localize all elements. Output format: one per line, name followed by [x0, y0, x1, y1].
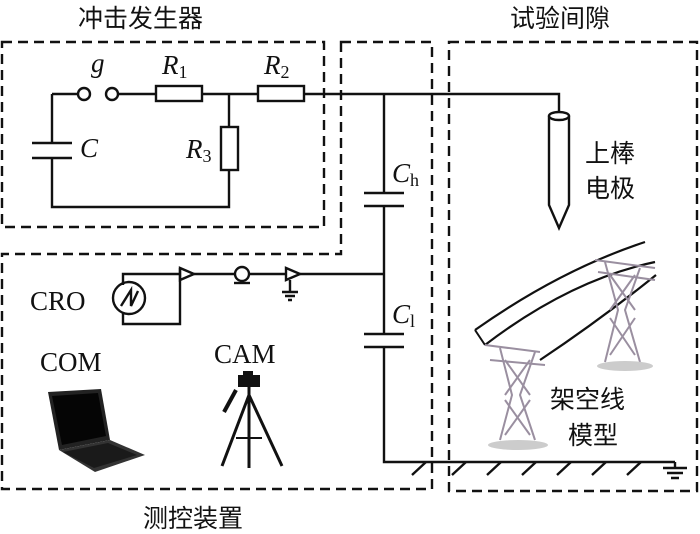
capacitor-c [32, 141, 72, 160]
resistor-r3 [219, 125, 240, 172]
label-com: COM [40, 347, 102, 377]
label-g: g [91, 48, 105, 78]
label-overhead-line-2: 模型 [568, 421, 618, 450]
label-rod-electrode-2: 电极 [585, 174, 635, 203]
rod-electrode [547, 110, 571, 232]
label-ch: Ch [392, 158, 419, 190]
oscilloscope-icon [111, 280, 147, 316]
title-measurement-control: 测控装置 [143, 504, 243, 533]
tower-left [484, 344, 548, 450]
resistor-r2 [256, 84, 306, 103]
spark-gap-right [104, 86, 120, 102]
label-c: C [80, 133, 99, 163]
resistor-r1 [154, 84, 204, 103]
spark-gap-left [76, 86, 92, 102]
title-impulse-generator: 冲击发生器 [78, 4, 203, 33]
box-measurement-control [0, 40, 434, 491]
impulse-generator-circuit [32, 84, 384, 209]
cable-connector-left [178, 266, 198, 282]
label-cl: Cl [392, 299, 415, 331]
label-r2: R2 [263, 50, 290, 82]
laptop-icon [48, 389, 145, 472]
box-impulse-generator [0, 40, 326, 229]
label-overhead-line-1: 架空线 [550, 385, 625, 414]
capacitor-cl [364, 332, 404, 349]
ground-symbol [663, 462, 687, 480]
label-cam: CAM [214, 339, 276, 369]
box-test-gap [447, 40, 699, 493]
camera-tripod-icon [220, 371, 284, 468]
attenuator-icon [233, 265, 251, 283]
tower-right [594, 259, 656, 371]
cable-connector-right [284, 266, 304, 282]
label-r3: R3 [185, 134, 212, 166]
ground-symbol-cable [282, 280, 298, 302]
measurement-cable [111, 265, 384, 326]
title-test-gap: 试验间隙 [510, 4, 610, 33]
label-cro: CRO [30, 286, 86, 316]
voltage-divider [364, 92, 675, 464]
label-r1: R1 [161, 50, 188, 82]
overhead-line-model [474, 240, 657, 450]
ground-plane [411, 461, 687, 480]
label-rod-electrode-1: 上棒 [585, 139, 635, 168]
sine-glyph [119, 285, 140, 307]
capacitor-ch [364, 191, 404, 208]
